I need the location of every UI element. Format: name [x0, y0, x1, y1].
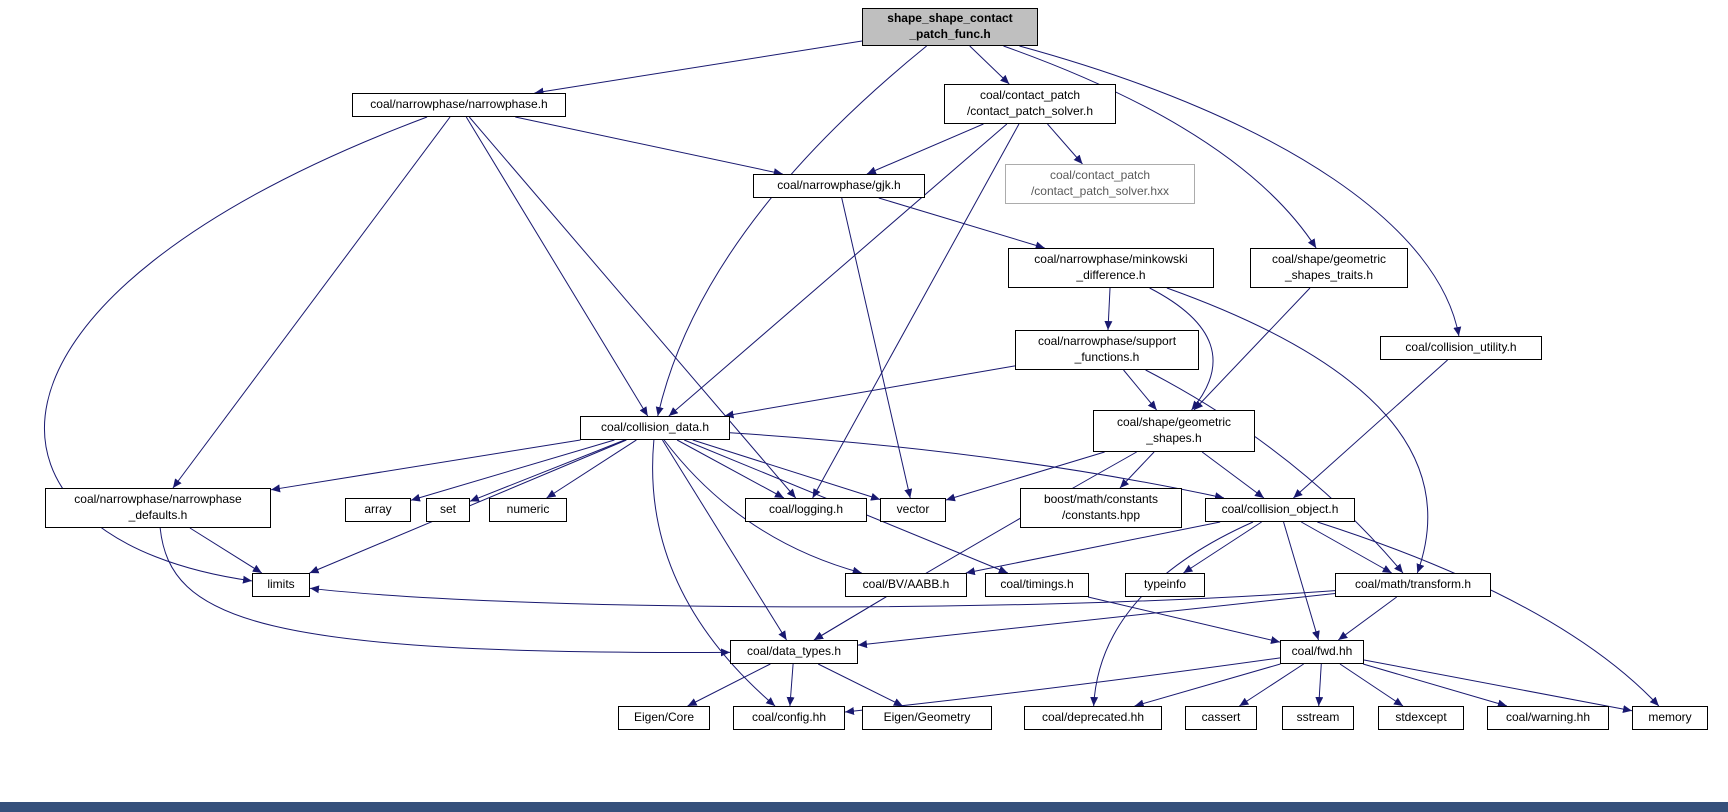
- graph-node-coal-data-types-h[interactable]: coal/data_types.h: [730, 640, 858, 664]
- include-edge-n2-n4: [515, 116, 783, 177]
- graph-node-eigen-geometry: Eigen/Geometry: [862, 706, 992, 730]
- include-edge-n25-n27: [687, 663, 771, 707]
- include-edge-n24-n25: [857, 592, 1336, 649]
- include-edge-n26-n31: [1239, 663, 1304, 707]
- include-edge-n24-n26: [1338, 596, 1397, 641]
- include-edge-n11-n17: [945, 451, 1105, 502]
- graph-node-coal-collision-data-h[interactable]: coal/collision_data.h: [580, 416, 730, 440]
- include-edge-n10-n25: [662, 439, 787, 641]
- graph-node-typeinfo: typeinfo: [1125, 573, 1205, 597]
- include-edge-n22-n26: [1087, 596, 1281, 644]
- graph-node-coal-collision-utility-h[interactable]: coal/collision_utility.h: [1380, 336, 1542, 360]
- graph-node-coal-bv-aabb-h[interactable]: coal/BV/AABB.h: [845, 573, 967, 597]
- graph-node-sstream: sstream: [1282, 706, 1354, 730]
- include-edge-n2-n12: [172, 116, 451, 489]
- graph-node-array: array: [345, 498, 411, 522]
- include-edge-n7-n11: [1193, 287, 1311, 411]
- include-edge-n24-n20: [309, 585, 1336, 608]
- include-edge-n10-n28: [652, 439, 776, 707]
- include-edge-n11-n18: [1119, 451, 1155, 489]
- include-edge-n12-n20: [189, 527, 263, 574]
- include-edge-n2-n20: [43, 116, 428, 584]
- include-edge-n9-n11: [1123, 369, 1158, 411]
- include-edge-n10-n12: [270, 439, 581, 493]
- include-edge-n6-n9: [1104, 287, 1113, 331]
- include-edge-n21-n25: [813, 596, 887, 641]
- graph-node-coal-math-transform-h[interactable]: coal/math/transform.h: [1335, 573, 1491, 597]
- include-edge-n26-n35: [1363, 659, 1633, 714]
- graph-node-coal-narrowphase-minkowski-difference-h[interactable]: coal/narrowphase/minkowski _difference.h: [1008, 248, 1214, 288]
- include-edge-n4-n6: [878, 197, 1045, 250]
- graph-node-coal-deprecated-hh[interactable]: coal/deprecated.hh: [1024, 706, 1162, 730]
- include-edge-n10-n13: [410, 439, 615, 502]
- graph-node-limits: limits: [252, 573, 310, 597]
- graph-node-coal-narrowphase-narrowphase-h[interactable]: coal/narrowphase/narrowphase.h: [352, 93, 566, 117]
- graph-node-shape-shape-contact-patch-func-h: shape_shape_contact _patch_func.h: [862, 8, 1038, 46]
- include-edge-n26-n28: [844, 657, 1281, 716]
- bottom-bar: [0, 802, 1728, 812]
- include-edge-n3-n4: [866, 123, 984, 175]
- include-edge-n4-n17: [841, 197, 913, 499]
- include-edge-n1-n7: [1003, 45, 1317, 249]
- graph-node-coal-shape-geometric-shapes-h[interactable]: coal/shape/geometric _shapes.h: [1093, 410, 1255, 452]
- include-edge-n25-n29: [817, 663, 904, 707]
- include-edge-n19-n35: [1317, 521, 1660, 707]
- include-edge-n10-n16: [676, 439, 785, 499]
- include-edge-n1-n8: [1019, 45, 1462, 337]
- graph-node-cassert: cassert: [1185, 706, 1257, 730]
- graph-node-coal-narrowphase-narrowphase-defaults-h[interactable]: coal/narrowphase/narrowphase _defaults.h: [45, 488, 271, 528]
- graph-node-eigen-core: Eigen/Core: [618, 706, 710, 730]
- include-edge-n8-n19: [1293, 359, 1448, 499]
- include-edge-n10-n17: [692, 439, 881, 501]
- include-edge-n1-n3: [969, 45, 1010, 85]
- graph-node-set: set: [426, 498, 470, 522]
- graph-node-coal-logging-h[interactable]: coal/logging.h: [745, 498, 867, 522]
- include-edge-n19-n30: [1090, 521, 1254, 707]
- include-edge-n11-n25: [813, 451, 1137, 641]
- graph-node-coal-timings-h[interactable]: coal/timings.h: [985, 573, 1089, 597]
- include-edge-n19-n21: [965, 521, 1221, 576]
- include-edge-n9-n24: [1145, 369, 1404, 574]
- graph-node-coal-contact-patch-contact-patch-solver-hxx: coal/contact_patch /contact_patch_solver…: [1005, 164, 1195, 204]
- include-edge-n26-n32: [1315, 663, 1324, 707]
- graph-node-coal-contact-patch-contact-patch-solver-h[interactable]: coal/contact_patch /contact_patch_solver…: [944, 84, 1116, 124]
- include-edge-n6-n11: [1149, 287, 1214, 411]
- graph-node-coal-narrowphase-support-functions-h[interactable]: coal/narrowphase/support _functions.h: [1015, 330, 1199, 370]
- include-edge-n3-n5: [1047, 123, 1083, 165]
- include-edge-n3-n16: [812, 123, 1020, 499]
- include-edge-n26-n30: [1134, 663, 1281, 708]
- graph-node-numeric: numeric: [489, 498, 567, 522]
- graph-node-coal-warning-hh[interactable]: coal/warning.hh: [1487, 706, 1609, 730]
- include-edge-n1-n2: [534, 40, 863, 96]
- include-edge-n10-n15: [546, 439, 637, 499]
- include-edge-n1-n10: [655, 45, 927, 417]
- include-edge-n11-n19: [1201, 451, 1265, 499]
- include-edge-n10-n14: [469, 439, 625, 502]
- graph-node-stdexcept: stdexcept: [1378, 706, 1464, 730]
- include-edge-n3-n10: [668, 123, 1008, 417]
- include-edge-n2-n10: [465, 116, 649, 417]
- include-edge-n19-n26: [1283, 521, 1320, 641]
- include-edge-n25-n28: [786, 663, 795, 707]
- graph-node-boost-math-constants-constants-hpp: boost/math/constants /constants.hpp: [1020, 488, 1182, 528]
- include-edge-n12-n25: [159, 527, 731, 657]
- include-edge-n2-n16: [468, 116, 797, 499]
- graph-node-coal-narrowphase-gjk-h[interactable]: coal/narrowphase/gjk.h: [753, 174, 925, 198]
- include-edge-n26-n34: [1362, 663, 1508, 708]
- graph-node-coal-shape-geometric-shapes-traits-h[interactable]: coal/shape/geometric _shapes_traits.h: [1250, 248, 1408, 288]
- graph-node-coal-fwd-hh[interactable]: coal/fwd.hh: [1280, 640, 1364, 664]
- include-edge-n9-n10: [724, 365, 1016, 419]
- graph-node-coal-collision-object-h[interactable]: coal/collision_object.h: [1205, 498, 1355, 522]
- include-edge-n26-n33: [1339, 663, 1404, 707]
- include-edge-n10-n19: [729, 432, 1225, 501]
- include-edge-n19-n24: [1301, 521, 1392, 574]
- graph-node-vector: vector: [880, 498, 946, 522]
- graph-node-coal-config-hh[interactable]: coal/config.hh: [733, 706, 845, 730]
- graph-node-memory: memory: [1632, 706, 1708, 730]
- include-edge-n19-n23: [1183, 521, 1262, 574]
- include-edge-n10-n21: [663, 439, 862, 575]
